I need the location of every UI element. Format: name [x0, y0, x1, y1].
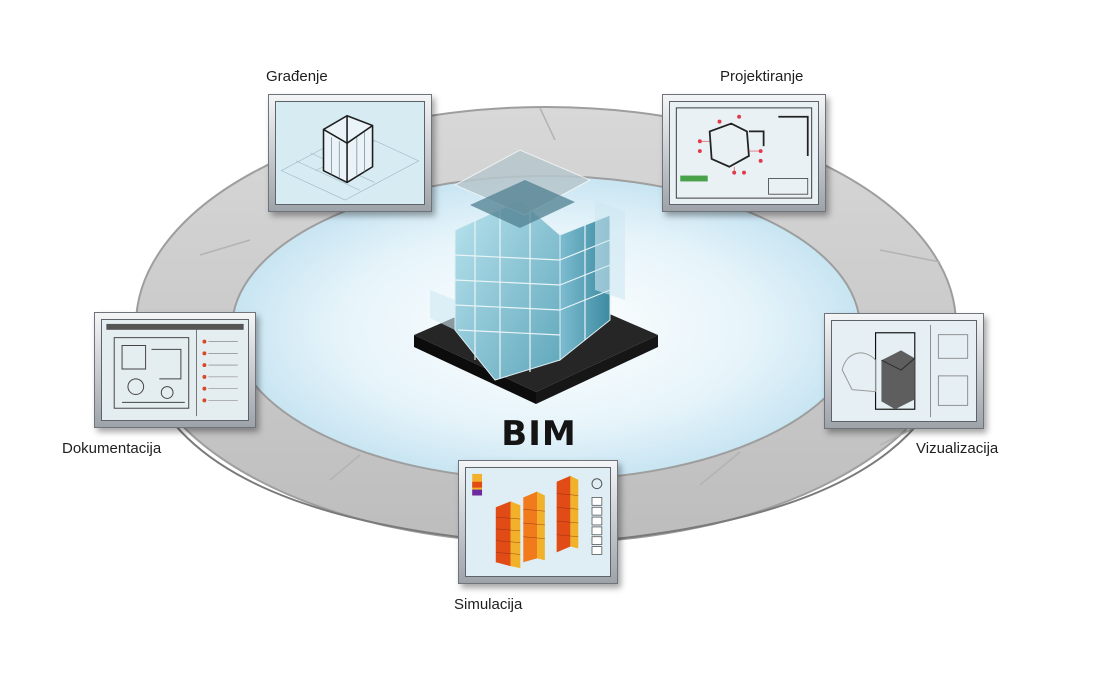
center-building-icon: [414, 149, 658, 404]
3d-model-icon: [832, 321, 976, 421]
center-label: BIM: [501, 414, 577, 454]
label-vizualizacija: Vizualizacija: [916, 440, 999, 457]
panel-projektiranje[interactable]: [662, 94, 826, 212]
label-projektiranje: Projektiranje: [720, 68, 804, 85]
label-simulacija: Simulacija: [454, 596, 523, 613]
label-gradenje: Građenje: [266, 68, 328, 85]
panel-simulacija[interactable]: [458, 460, 618, 584]
heatmap-icon: [466, 468, 610, 576]
floor-plan-icon: [670, 102, 818, 204]
building-wireframe-icon: [276, 102, 424, 204]
panel-dokumentacija[interactable]: [94, 312, 256, 428]
label-dokumentacija: Dokumentacija: [62, 440, 162, 457]
panel-vizualizacija[interactable]: [824, 313, 984, 429]
panel-gradenje[interactable]: [268, 94, 432, 212]
documentation-drawing-icon: [102, 320, 248, 420]
